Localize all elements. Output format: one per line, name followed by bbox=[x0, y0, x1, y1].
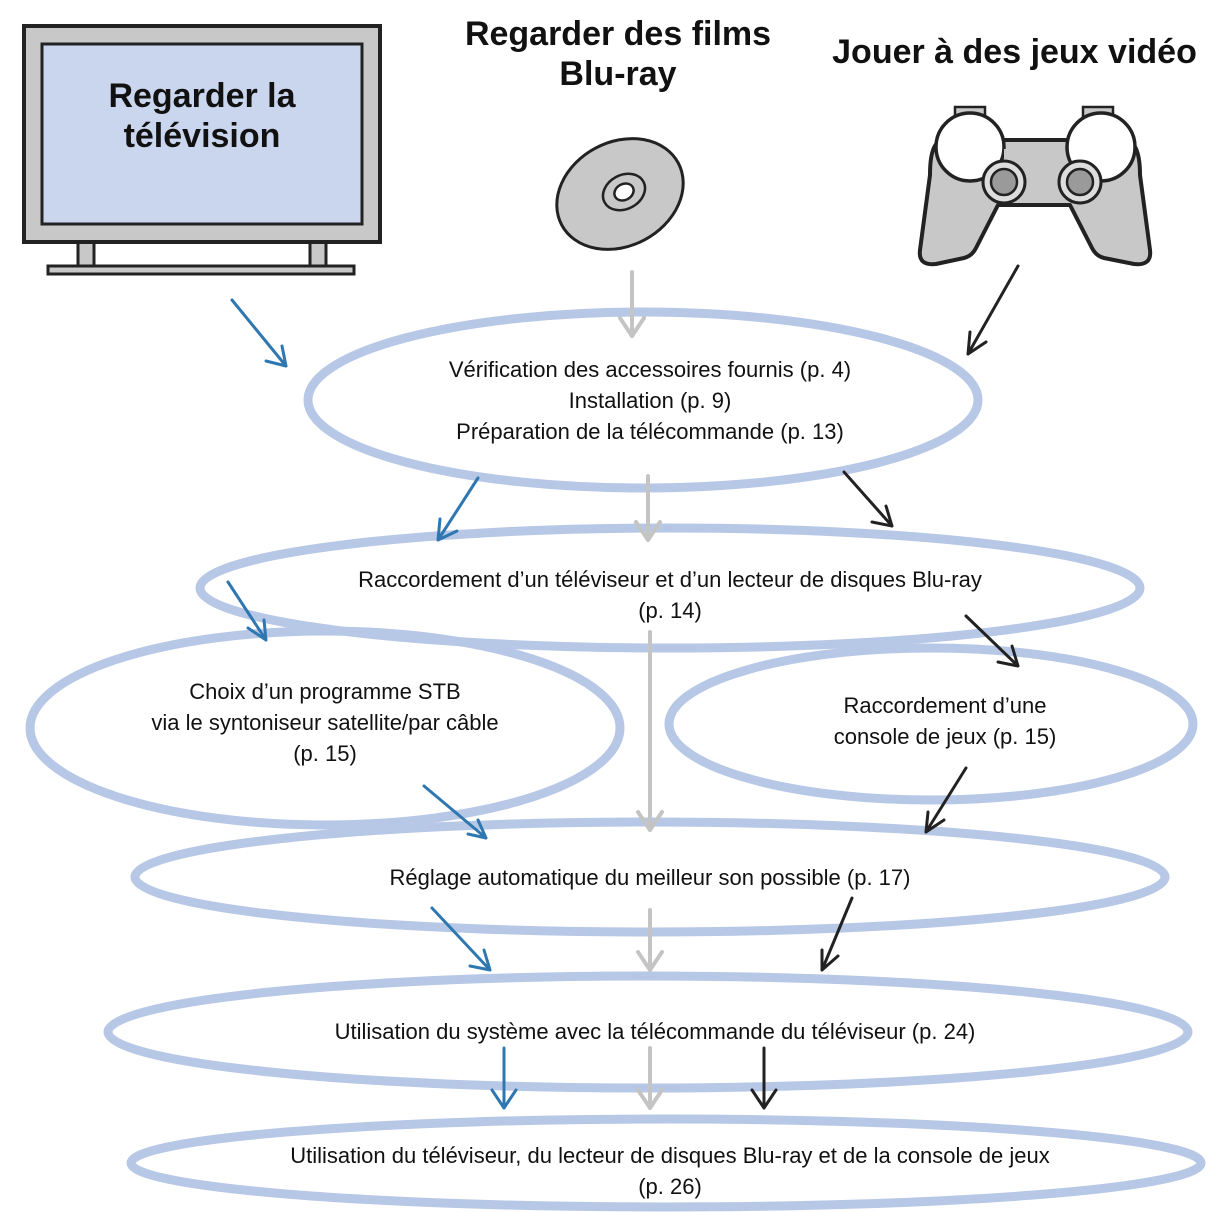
tv-arrow-3 bbox=[226, 580, 268, 642]
tv-arrow-2 bbox=[436, 476, 480, 542]
bluray-arrow-5 bbox=[636, 1046, 664, 1110]
tv-arrow-5 bbox=[430, 906, 492, 972]
ellipse-prep bbox=[303, 307, 983, 493]
ellipse-stb bbox=[25, 626, 625, 830]
step-tv-remote-line-1: Utilisation du système avec la télécomma… bbox=[334, 1019, 976, 1044]
tv-title: Regarder la télévision bbox=[108, 77, 296, 155]
game-arrow-4 bbox=[924, 766, 968, 834]
game-title: Jouer à des jeux vidéo bbox=[832, 33, 1197, 71]
step-auto-sound: Réglage automatique du meilleur son poss… bbox=[230, 862, 1070, 893]
tv-arrow-4 bbox=[422, 784, 488, 840]
step-prep-line-1: Vérification des accessoires fournis (p.… bbox=[448, 357, 852, 382]
game-arrow-3 bbox=[964, 614, 1020, 668]
game-arrow-5 bbox=[820, 896, 854, 972]
step-tv-remote: Utilisation du système avec la télécomma… bbox=[180, 1016, 1130, 1047]
bluray-arrow-4 bbox=[636, 908, 664, 972]
step-prep-line-2: Installation (p. 9) bbox=[568, 388, 732, 413]
game-arrow-1 bbox=[966, 264, 1020, 356]
bluray-arrow-2 bbox=[634, 474, 662, 542]
disc-icon bbox=[555, 137, 685, 251]
game-arrow-6 bbox=[750, 1046, 778, 1110]
step-use-all: Utilisation du téléviseur, du lecteur de… bbox=[140, 1140, 1200, 1202]
bluray-arrow-3 bbox=[636, 630, 664, 832]
game-path-arrows bbox=[750, 264, 1020, 1110]
step-console-line-1: Raccordement d’une bbox=[843, 693, 1047, 718]
step-connect-tv-bd-line-1: Raccordement d’un téléviseur et d’un lec… bbox=[358, 567, 982, 592]
step-use-all-line-1: Utilisation du téléviseur, du lecteur de… bbox=[290, 1143, 1050, 1168]
ellipse-console bbox=[664, 643, 1198, 805]
tv-arrow-6 bbox=[490, 1046, 518, 1110]
step-connect-tv-bd-line-2: (p. 14) bbox=[638, 598, 702, 623]
step-stb-line-2: via le syntoniseur satellite/par câble bbox=[151, 710, 499, 735]
step-stb-line-3: (p. 15) bbox=[293, 741, 357, 766]
game-arrow-2 bbox=[842, 470, 894, 528]
bluray-arrow-1 bbox=[618, 270, 646, 338]
step-auto-sound-line-1: Réglage automatique du meilleur son poss… bbox=[389, 865, 911, 890]
step-use-all-line-2: (p. 26) bbox=[638, 1174, 702, 1199]
step-prep-line-3: Préparation de la télécommande (p. 13) bbox=[456, 419, 844, 444]
bluray-path-arrows bbox=[618, 270, 664, 1110]
tv-arrow-1 bbox=[230, 298, 288, 368]
bluray-title: Regarder des films Blu-ray bbox=[464, 15, 772, 93]
step-console: Raccordement d’une console de jeux (p. 1… bbox=[780, 690, 1110, 752]
step-connect-tv-bd: Raccordement d’un téléviseur et d’un lec… bbox=[200, 564, 1140, 626]
step-prep: Vérification des accessoires fournis (p.… bbox=[320, 354, 980, 447]
ellipse-use-all bbox=[126, 1114, 1206, 1212]
tv-icon bbox=[22, 24, 382, 276]
step-stb: Choix d’un programme STB via le syntonis… bbox=[60, 676, 590, 769]
gamepad-icon bbox=[917, 105, 1153, 267]
step-console-line-2: console de jeux (p. 15) bbox=[833, 724, 1057, 749]
tv-path-arrows bbox=[226, 298, 518, 1110]
ellipse-connect-tv-bd bbox=[195, 523, 1145, 653]
step-stb-line-1: Choix d’un programme STB bbox=[189, 679, 461, 704]
